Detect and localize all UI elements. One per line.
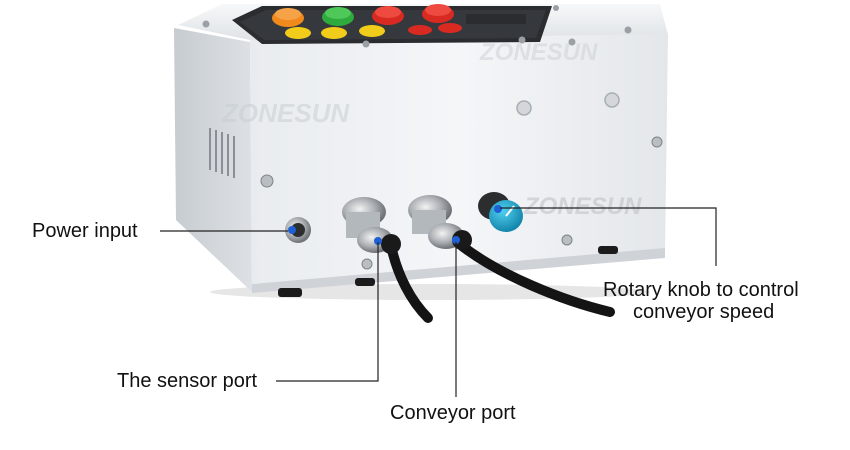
front-hole-1 <box>516 100 532 116</box>
callout-line-sensor <box>276 242 379 382</box>
vent-slots <box>209 128 235 178</box>
label-knob-line2: conveyor speed <box>633 301 775 323</box>
sensor-cable <box>387 245 433 323</box>
callout-line-knob <box>500 207 717 266</box>
callout-lines <box>160 207 717 397</box>
watermark-3: ZONESUN <box>523 193 642 220</box>
watermark-1: ZONESUN <box>221 98 350 128</box>
button-yellow-1 <box>285 27 311 39</box>
conveyor-port-connector <box>408 195 472 250</box>
indicator-red-2 <box>438 23 462 33</box>
conveyor-cable <box>457 241 615 317</box>
foot-mid <box>355 278 375 286</box>
foot-right <box>598 246 618 254</box>
watermark-2: ZONESUN <box>479 39 598 66</box>
top-screws <box>202 5 632 48</box>
indicator-red-1 <box>408 25 432 35</box>
foot-left <box>278 288 302 297</box>
rotary-knob <box>478 192 523 232</box>
label-power-input: Power input <box>32 220 138 242</box>
button-yellow-2 <box>321 27 347 39</box>
label-knob-line1: Rotary knob to control <box>603 279 799 301</box>
sensor-port-connector <box>342 197 401 254</box>
label-sensor-port: The sensor port <box>117 370 258 392</box>
box-side-panel <box>174 28 252 292</box>
front-hole-2 <box>604 92 620 108</box>
label-conveyor-port: Conveyor port <box>390 402 516 424</box>
power-input-jack <box>285 217 311 243</box>
button-yellow-3 <box>359 25 385 37</box>
